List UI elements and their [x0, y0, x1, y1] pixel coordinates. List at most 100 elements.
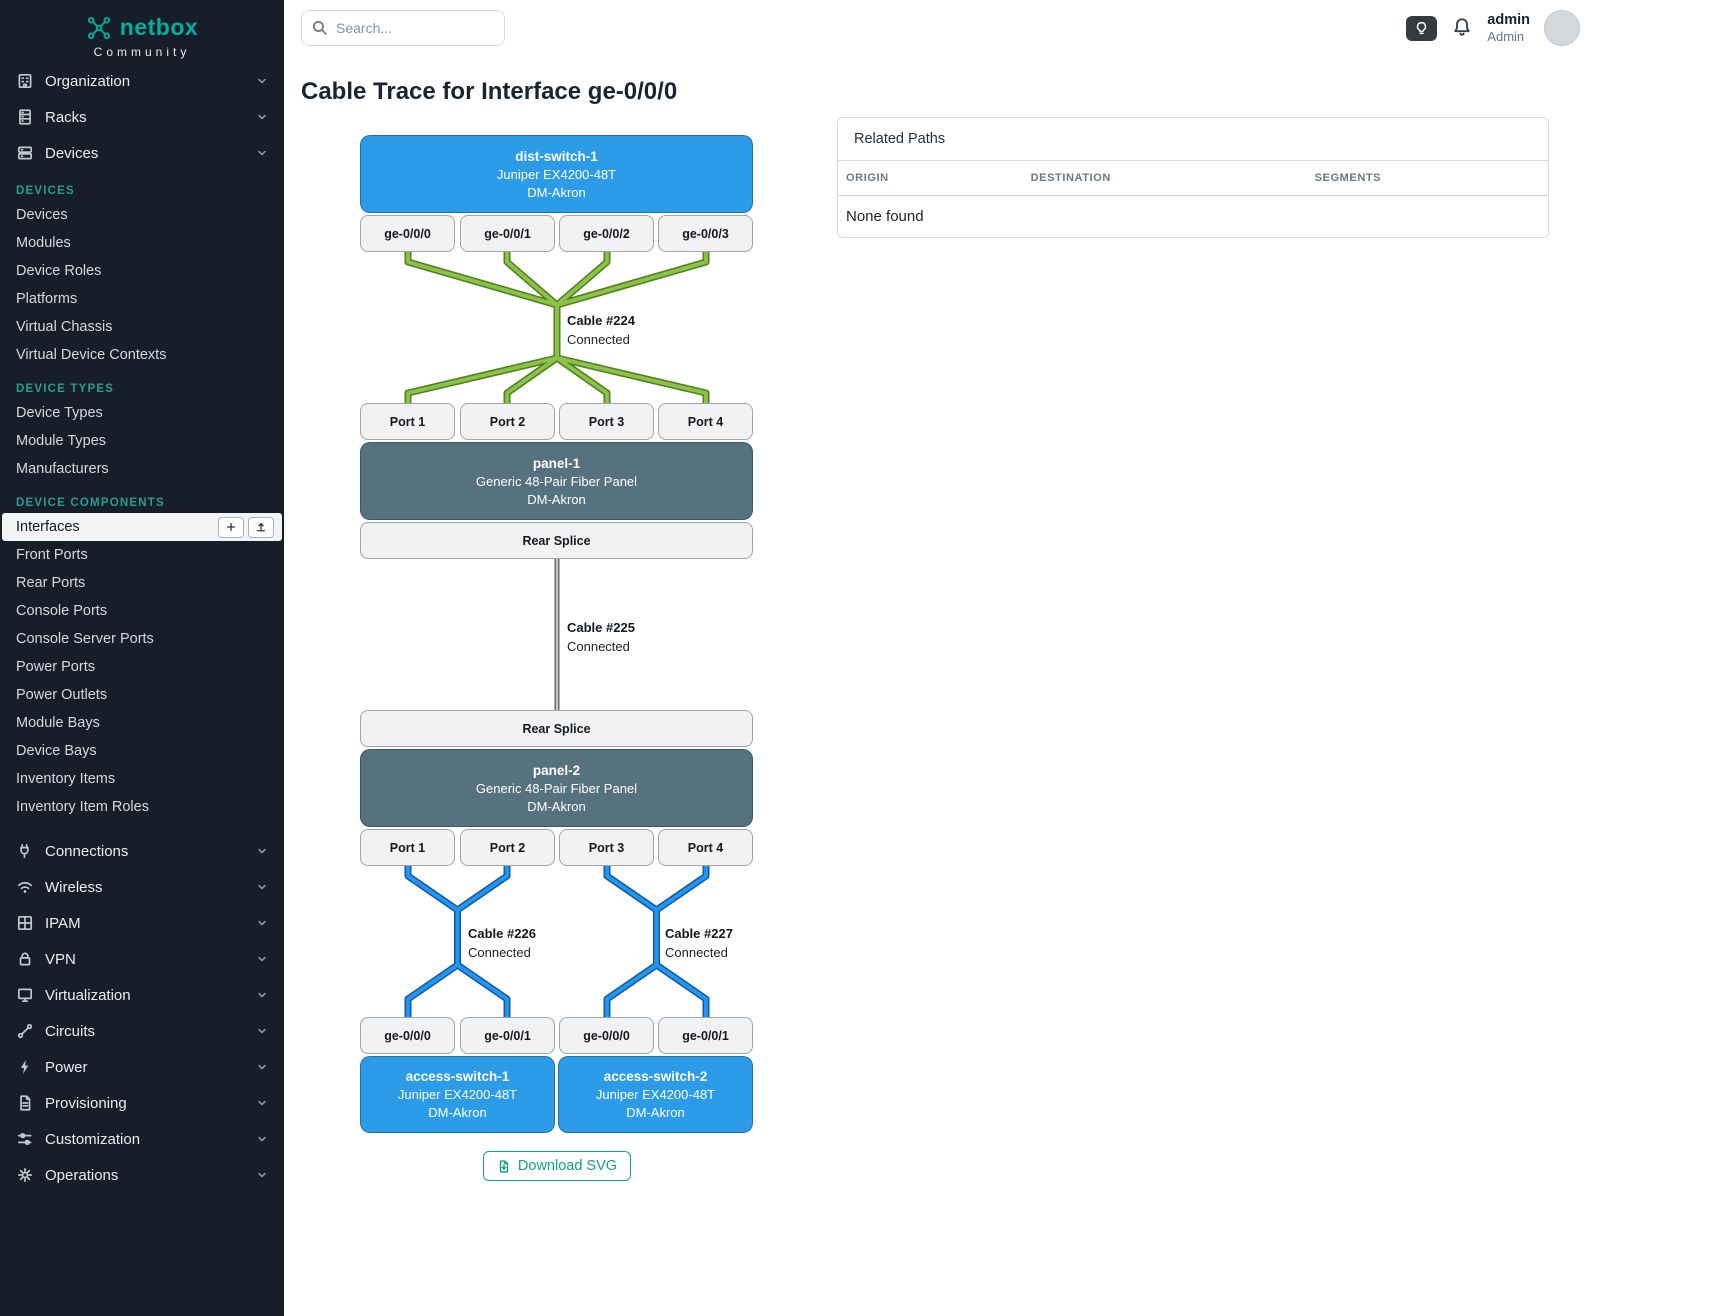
sidebar-group-customization[interactable]: Customization: [0, 1121, 284, 1157]
sidebar-group-virtualization[interactable]: Virtualization: [0, 977, 284, 1013]
sidebar-item-inventory-items[interactable]: Inventory Items: [16, 771, 116, 787]
ipam-icon: [17, 915, 33, 931]
chevron-down-icon: [258, 78, 266, 84]
sidebar-group-power[interactable]: Power: [0, 1049, 284, 1085]
trace-port[interactable]: ge-0/0/1: [460, 215, 555, 252]
sidebar-group-ipam[interactable]: IPAM: [0, 905, 284, 941]
chevron-down-icon: [258, 920, 266, 926]
sidebar-item-device-bays[interactable]: Device Bays: [16, 743, 97, 759]
customization-icon: [17, 1132, 32, 1146]
cable-224-label[interactable]: Cable #224 Connected: [567, 313, 635, 347]
sidebar-group-organization[interactable]: Organization: [0, 63, 284, 99]
search-input[interactable]: [301, 10, 505, 46]
trace-port[interactable]: ge-0/0/1: [460, 1017, 555, 1054]
topbar: admin Admin: [284, 0, 1733, 56]
trace-port[interactable]: Port 2: [460, 403, 555, 440]
user-menu[interactable]: admin Admin: [1487, 11, 1530, 44]
circuits-icon: [17, 1023, 33, 1039]
cable-227-label[interactable]: Cable #227 Connected: [665, 926, 733, 960]
trace-port[interactable]: Port 1: [360, 829, 455, 866]
sidebar-item-front-ports[interactable]: Front Ports: [16, 547, 88, 563]
sidebar-item-power-ports[interactable]: Power Ports: [16, 659, 95, 675]
chevron-down-icon: [258, 884, 266, 890]
brand-subtitle: Community: [93, 45, 191, 59]
sidebar-group-circuits[interactable]: Circuits: [0, 1013, 284, 1049]
trace-port[interactable]: Port 1: [360, 403, 455, 440]
sidebar-item-devices[interactable]: Devices: [16, 207, 68, 223]
trace-port[interactable]: Port 4: [658, 403, 753, 440]
download-icon: [499, 1159, 509, 1173]
cable-226-label[interactable]: Cable #226 Connected: [468, 926, 536, 960]
sidebar-group-racks[interactable]: Racks: [0, 99, 284, 135]
chevron-down-icon: [258, 956, 266, 962]
sidebar-group-provisioning[interactable]: Provisioning: [0, 1085, 284, 1121]
brand-name: netbox: [119, 14, 199, 40]
trace-device-access-switch-1[interactable]: access-switch-1 Juniper EX4200-48T DM-Ak…: [360, 1056, 555, 1133]
interfaces-add-button[interactable]: [218, 516, 244, 538]
sidebar-item-console-ports[interactable]: Console Ports: [16, 603, 108, 619]
chevron-down-icon: [258, 1100, 266, 1106]
trace-port[interactable]: ge-0/0/0: [360, 215, 455, 252]
organization-icon: [18, 73, 32, 89]
trace-port[interactable]: Port 4: [658, 829, 753, 866]
notifications-button[interactable]: [1451, 17, 1473, 39]
trace-port[interactable]: ge-0/0/0: [559, 1017, 654, 1054]
sidebar-item-manufacturers[interactable]: Manufacturers: [16, 461, 109, 477]
sidebar-item-modules[interactable]: Modules: [16, 235, 71, 251]
brand[interactable]: netbox Community: [0, 0, 284, 63]
sidebar-item-power-outlets[interactable]: Power Outlets: [16, 687, 108, 703]
trace-device-panel-2[interactable]: panel-2 Generic 48-Pair Fiber Panel DM-A…: [360, 749, 753, 827]
trace-rear-splice[interactable]: Rear Splice: [360, 710, 753, 747]
sidebar-item-module-types[interactable]: Module Types: [16, 433, 107, 449]
sidebar-item-module-bays[interactable]: Module Bays: [16, 715, 100, 731]
vpn-icon: [19, 952, 31, 966]
download-svg-button[interactable]: Download SVG: [482, 1151, 632, 1181]
sidebar-item-platforms[interactable]: Platforms: [16, 291, 78, 307]
avatar[interactable]: [1544, 10, 1580, 46]
trace-rear-splice[interactable]: Rear Splice: [360, 522, 753, 559]
cable-225-label[interactable]: Cable #225 Connected: [567, 620, 635, 654]
theme-toggle-button[interactable]: [1406, 15, 1438, 41]
trace-port[interactable]: Port 3: [559, 829, 654, 866]
sidebar: netbox Community Organization Racks Devi…: [0, 0, 284, 1316]
sidebar-item-virtual-chassis[interactable]: Virtual Chassis: [16, 319, 113, 335]
global-search: [301, 10, 505, 46]
trace-port[interactable]: ge-0/0/0: [360, 1017, 455, 1054]
sidebar-item-inventory-item-roles[interactable]: Inventory Item Roles: [16, 799, 149, 815]
related-paths-title: Related Paths: [838, 118, 1548, 161]
trace-device-dist-switch-1[interactable]: dist-switch-1 Juniper EX4200-48T DM-Akro…: [360, 135, 753, 213]
trace-port[interactable]: ge-0/0/2: [559, 215, 654, 252]
wireless-icon: [17, 882, 33, 893]
trace-port[interactable]: Port 3: [559, 403, 654, 440]
bell-icon: [1454, 18, 1470, 36]
plus-icon: [226, 522, 236, 532]
sidebar-item-console-server-ports[interactable]: Console Server Ports: [16, 631, 154, 647]
sidebar-group-wireless[interactable]: Wireless: [0, 869, 284, 905]
related-paths-table: ORIGIN DESTINATION SEGMENTS None found: [838, 161, 1548, 237]
trace-port[interactable]: ge-0/0/1: [658, 1017, 753, 1054]
sidebar-item-interfaces[interactable]: Interfaces: [2, 513, 282, 541]
sidebar-item-rear-ports[interactable]: Rear Ports: [16, 575, 86, 591]
related-paths-card: Related Paths ORIGIN DESTINATION SEGMENT…: [837, 117, 1549, 238]
netbox-logo-icon: [87, 16, 110, 39]
trace-port[interactable]: ge-0/0/3: [658, 215, 753, 252]
sidebar-group-connections[interactable]: Connections: [0, 833, 284, 869]
cable-224-path: [408, 252, 706, 403]
sidebar-group-operations[interactable]: Operations: [0, 1157, 284, 1193]
page-title: Cable Trace for Interface ge-0/0/0: [301, 78, 678, 105]
sidebar-item-device-roles[interactable]: Device Roles: [16, 263, 102, 279]
interfaces-import-button[interactable]: [248, 516, 274, 538]
trace-device-access-switch-2[interactable]: access-switch-2 Juniper EX4200-48T DM-Ak…: [558, 1056, 753, 1133]
main-area: admin Admin Cable Trace for Interface ge…: [284, 0, 1733, 1316]
sidebar-item-virtual-device-contexts[interactable]: Virtual Device Contexts: [16, 347, 167, 363]
sidebar-group-vpn[interactable]: VPN: [0, 941, 284, 977]
chevron-down-icon: [258, 1028, 266, 1034]
trace-port[interactable]: Port 2: [460, 829, 555, 866]
trace-device-panel-1[interactable]: panel-1 Generic 48-Pair Fiber Panel DM-A…: [360, 442, 753, 520]
provisioning-icon: [20, 1095, 31, 1111]
sidebar-group-devices[interactable]: Devices: [0, 135, 284, 171]
virtualization-icon: [17, 988, 33, 1003]
sidebar-item-device-types[interactable]: Device Types: [16, 405, 103, 421]
column-header-segments: SEGMENTS: [1306, 161, 1548, 196]
